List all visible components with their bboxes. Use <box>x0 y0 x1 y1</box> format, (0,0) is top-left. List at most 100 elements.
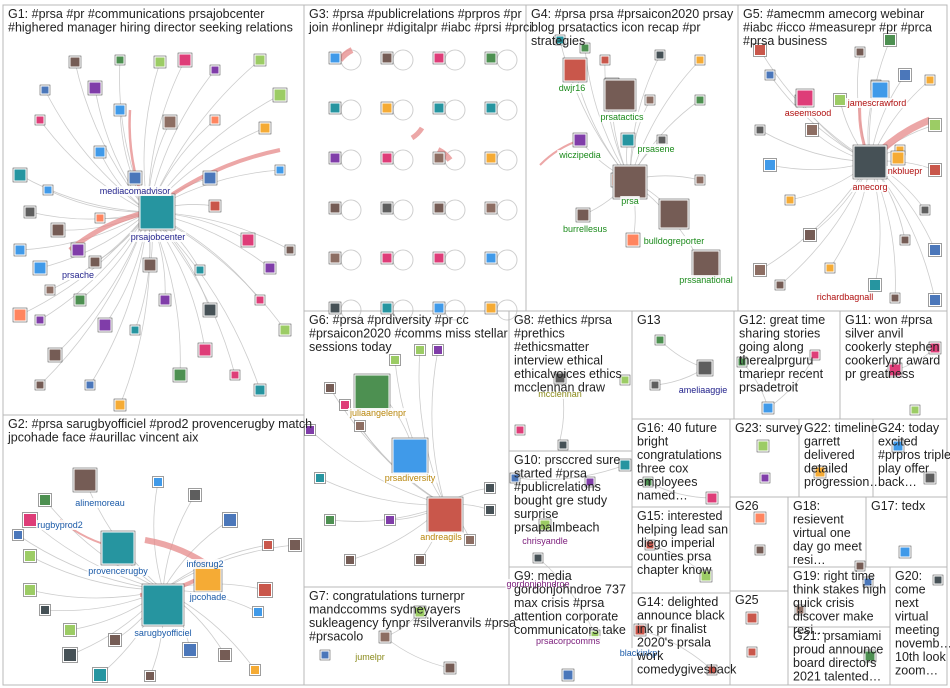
self-loop <box>496 249 518 271</box>
g3-member-node-image <box>330 103 340 113</box>
node-label: andreagils <box>420 532 462 542</box>
g5-member-node-image <box>807 125 817 135</box>
group-title-g4-line: blog prsatactics icon recap #pr <box>531 21 701 35</box>
g1-member-node-image <box>95 147 105 157</box>
aseemsood-node-image <box>797 90 813 106</box>
self-loop <box>392 99 414 121</box>
g2-member-node-image <box>184 644 196 656</box>
g6-member-node-image <box>346 556 354 564</box>
g2-member-node-image <box>41 606 49 614</box>
g3-member-node-image <box>330 203 340 213</box>
group-title-g21-line: proud announce <box>793 643 883 657</box>
node-label-background <box>185 559 225 569</box>
jpcohade-node-image <box>195 565 221 591</box>
group-panel-g20 <box>889 566 948 686</box>
g3-member-node-image <box>486 303 496 313</box>
g1-member-node-image <box>115 105 125 115</box>
group-title-g10-line: started #prsa <box>514 467 587 481</box>
g1-member-node-image <box>70 57 80 67</box>
node-label: ameliaaggie <box>679 385 728 395</box>
group-title-g8-line: #ethicsmatter <box>514 340 589 354</box>
group-title-g16-line: congratulations <box>637 448 722 462</box>
g25-member-node-image <box>748 648 756 656</box>
g3-member-node-image <box>486 203 496 213</box>
group-title-g3-line: join #onlinepr #digitalpr #iabc #prsi #p… <box>308 21 532 35</box>
g24-member-node-image <box>893 441 903 451</box>
g5-member-node-image <box>930 165 940 175</box>
g1-member-node-image <box>155 57 165 67</box>
edge <box>514 464 626 481</box>
node-label-background <box>534 636 602 646</box>
node-label-background <box>129 232 187 242</box>
g10-member-node-image <box>586 478 594 486</box>
prsache-node-image <box>72 244 84 256</box>
g1-member-node-image <box>36 316 44 324</box>
group-title-g19-line: think stakes high <box>793 583 886 597</box>
g18-member-node-image <box>856 562 864 570</box>
g3-member-node-image <box>486 153 496 163</box>
g1-member-node-image <box>255 55 265 65</box>
g1-member-node-image <box>274 89 286 101</box>
group-title-g25-line: G25 <box>735 593 759 607</box>
group-title-g11-line: cookerlypr award <box>845 354 940 368</box>
group-panel-g21 <box>787 626 891 686</box>
group-title-g8-line: mcclennan draw <box>514 381 606 395</box>
g6-member-node-image <box>416 346 424 354</box>
g1-member-node-image <box>179 54 191 66</box>
group-title-g10-line: prsapalmbeach <box>514 521 600 535</box>
g16-member-node-image <box>707 493 717 503</box>
g16-member-node-image <box>644 478 652 486</box>
group-panel-g5 <box>737 4 948 312</box>
group-title-g22-line: progression… <box>804 475 882 489</box>
g10-member-node-image <box>511 474 519 482</box>
group-title-g9-line: gordonjohndroe 737 <box>514 583 626 597</box>
g1-member-node-image <box>36 381 44 389</box>
group-title-g24-line: G24: today <box>878 421 940 435</box>
g1-member-node-image <box>44 186 52 194</box>
node-label: gordonjohndroe <box>506 579 569 589</box>
g4-member-node-image <box>577 209 589 221</box>
group-title-g1-line: G1: #prsa #pr #communications prsajobcen… <box>8 7 264 21</box>
node-label: wiczipedia <box>558 150 601 160</box>
group-title-g20-line: 10th look <box>895 650 946 664</box>
edge <box>431 349 446 506</box>
g1-member-node-image <box>14 309 26 321</box>
g3-member-node-image <box>330 153 340 163</box>
g4-member-node-image <box>601 56 609 64</box>
group-title-g19-line: quick crisis <box>793 596 854 610</box>
group-title-g7-line: mandccomms sydneyayers <box>309 603 460 617</box>
edge <box>162 494 196 591</box>
group-title-g6-line: G6: #prsa #prdiversity #pr cc <box>309 313 469 327</box>
node-label: prsacorpcomms <box>536 636 601 646</box>
edge <box>29 519 164 591</box>
g1-member-node-image <box>34 262 46 274</box>
group-title-g26-line: G26 <box>735 499 759 513</box>
node-label: mcclennan <box>538 389 582 399</box>
node-label: jumelpr <box>354 652 385 662</box>
group-title-g10-line: #publicrelations <box>514 480 601 494</box>
g1-member-node-image <box>211 116 219 124</box>
g5-member-node-image <box>756 126 764 134</box>
group-title-g19-line: G19: right time <box>793 569 875 583</box>
self-loop <box>340 249 362 271</box>
g2-member-node-image <box>290 540 300 550</box>
g5-member-node-image <box>755 265 765 275</box>
node-label-background <box>36 520 84 530</box>
node-label-background <box>599 112 646 122</box>
node-label-background <box>187 592 228 602</box>
edge <box>869 161 881 286</box>
node-label-background <box>783 108 833 118</box>
g8-member-node-image <box>621 376 629 384</box>
g3-member-node-image <box>434 103 444 113</box>
g1-member-node-image <box>86 381 94 389</box>
edge <box>44 499 164 591</box>
alinemoreau-node-image <box>74 469 96 491</box>
prsatactics-node-image <box>605 80 635 110</box>
g1-member-node-image <box>115 400 125 410</box>
jumelpr-node-image <box>380 632 390 642</box>
group-title-g9-line: attention corporate <box>514 610 618 624</box>
g1-member-node-image <box>160 295 170 305</box>
g3-member-node-image <box>382 203 392 213</box>
g12-member-node-image <box>811 351 819 359</box>
self-loop <box>496 149 518 171</box>
